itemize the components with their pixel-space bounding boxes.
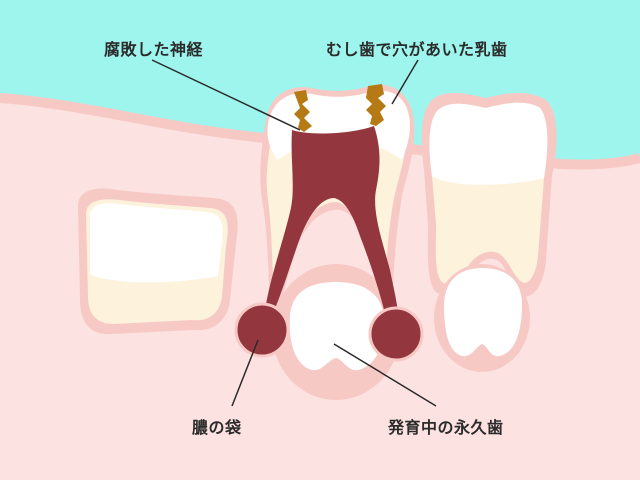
right-baby-tooth [421,92,557,297]
leader-decayed [391,59,419,105]
label-pus-sac: 膿の袋 [192,418,242,437]
label-decayed-baby-tooth: むし歯で穴があいた乳歯 [326,40,508,59]
label-decayed-nerve: 腐敗した神経 [104,40,204,59]
decay-right [366,84,386,126]
decay-left [294,90,312,132]
leader-nerve [151,59,301,131]
pus-sac-right[interactable] [368,306,424,362]
left-tooth [78,188,238,335]
label-developing-permanent-tooth: 発育中の永久歯 [388,418,504,437]
leader-permanent [333,343,437,407]
right-permanent-tooth [434,264,530,372]
decayed-nerve[interactable] [266,126,398,318]
developing-permanent-tooth [272,264,400,400]
leader-pus [231,339,259,407]
pus-sac-left[interactable] [234,302,290,358]
decayed-baby-tooth [260,84,415,318]
